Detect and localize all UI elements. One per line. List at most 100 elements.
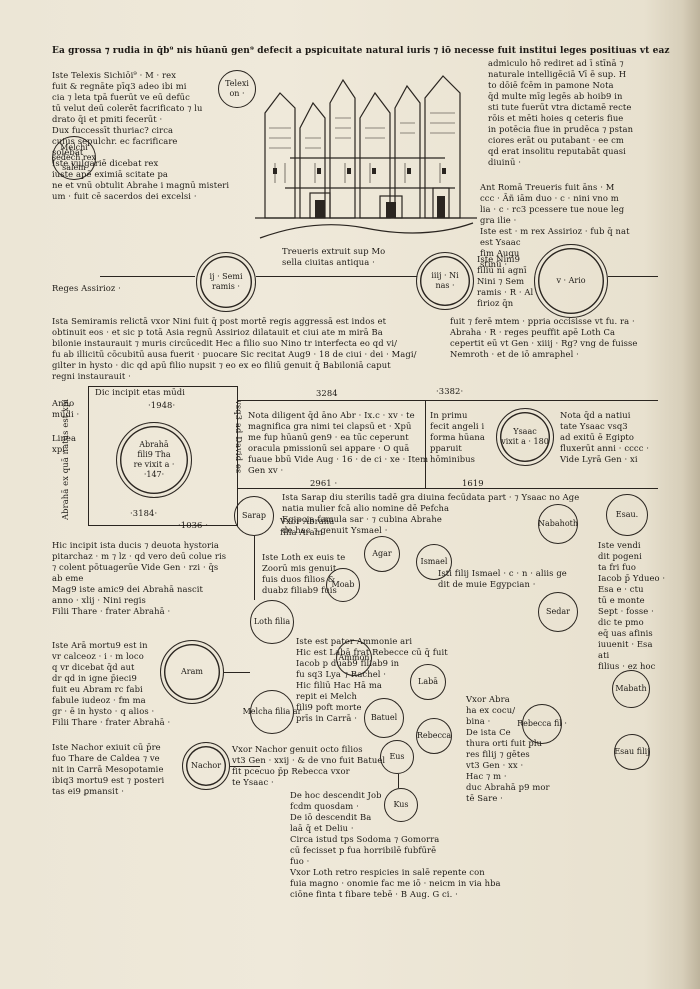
- header-line: Ea grossa ⁊ rudia in q̄b⁹ nis hūanū gen⁹…: [52, 46, 670, 56]
- age-box: [88, 386, 238, 526]
- circle-sedar: Sedar: [538, 592, 578, 632]
- mid-note-line: In primu: [430, 410, 468, 420]
- sara-line: Egipcia famula sar · ⁊ cubina Abrahe: [282, 514, 442, 524]
- left-top-line: Dux fuccessīt thuriac? circa: [52, 125, 174, 135]
- circle-semiramis: ij · Semi ramis ·: [196, 252, 256, 312]
- circle-esau-filij: Esau filij: [614, 734, 650, 770]
- kings-line-left: [100, 276, 195, 277]
- right-semi-line: fuit ⁊ ferē mtem · ppria occisisse vt fu…: [450, 316, 635, 326]
- right-top-line: diuinū ·: [488, 157, 522, 167]
- circle-ninas: iiij · Ni nas ·: [416, 252, 474, 310]
- circle-batuel: Batuel: [364, 698, 404, 738]
- right-gen-line: filius · ez hoc: [598, 661, 656, 671]
- ninus-text: Iste Ninī9 filiū ni agnī Nini ⁊ Sem rami…: [477, 254, 534, 308]
- aram-line: dr qd in igne p̄ieci9: [52, 673, 137, 683]
- right-top-line: rōis et mēti hoies q ceteris fiue: [488, 113, 624, 123]
- right-gen-line: ta fri fuo: [598, 562, 637, 572]
- right-semi-line: cepertit eū vt Gen · xiiij · Rg? vng de …: [450, 338, 638, 348]
- circle-agar: Agar: [364, 536, 400, 572]
- mid-note-line: hōminibus: [430, 454, 476, 464]
- timeline-bottom: [238, 488, 658, 489]
- circle-eus: Eus: [380, 740, 414, 774]
- right-gen-line: ati: [598, 650, 610, 660]
- aram-line: fuit eu Abram rc fabi: [52, 684, 143, 694]
- genealogy-left-line: pitarchaz · m ⁊ lz · qd vero deū colue r…: [52, 551, 227, 561]
- aram-line: q vr dicebat q̄d aut: [52, 662, 135, 672]
- ismael-text: Isti filij Ismael · c · n · aliis ge dit…: [438, 568, 567, 589]
- bottom-line: De hoc descendit Job: [290, 790, 382, 800]
- circle-melcha: Melcha filia ar: [243, 690, 301, 734]
- cetura-line: Hac ⁊ m ·: [466, 771, 507, 781]
- right-city-line: Ant Romā Treueris fuit āns · M: [480, 182, 615, 192]
- right-top-line: naturale intelligēciā Vī ē sup. H: [488, 69, 627, 79]
- right-top-line: qd erat insolitu reputabāt quasi: [488, 146, 626, 156]
- box-num-top: ·1948·: [148, 400, 176, 410]
- cetura-line: vt3 Gen · xx ·: [466, 760, 524, 770]
- sara-sub: Vxor Abrahā filia Aram ·: [280, 516, 335, 537]
- circle-ismael: Ismael: [416, 544, 452, 580]
- aram-line: Filii Thare · frater Abrahā ·: [52, 717, 171, 727]
- genealogy-left-line: Mag9 iste amic9 dei Abrahā nascit: [52, 584, 204, 594]
- aram-line: Iste Arā mortu9 est in: [52, 640, 148, 650]
- right-gen-line: tū e monte: [598, 595, 645, 605]
- circle-moab: Moab: [326, 568, 360, 602]
- bottom-line: Vxor Loth retro respicies in salē repent…: [290, 867, 485, 877]
- sara-line: natia mulier fcā alio nomine dē Pefcha: [282, 503, 450, 513]
- box-num-bottom2: ·1036 ·: [178, 520, 209, 530]
- nachor-right-line: fit pcecuo p̄p Rebecca vxor: [232, 766, 350, 776]
- mid-note-line: pparuit: [430, 443, 462, 453]
- laban-line: repit ei Melch: [296, 691, 358, 701]
- city-woodcut-image: [255, 75, 477, 239]
- laban-line: Hic filiū Hac Hā ma: [296, 680, 382, 690]
- aram-line: vr calceoz · i · m loco: [52, 651, 144, 661]
- nachor-left-line: tas ei9 ꝑmansit ·: [52, 786, 124, 796]
- right-top-line: in potēcia fiue in prudēca ⁊ pstan: [488, 124, 634, 134]
- circle-aram: Aram: [160, 640, 224, 704]
- circle-abraham: Abrahā fili9 Tha re vixit a · ·147·: [116, 422, 192, 498]
- left-top-line: ne et vnū obtulit Abrahe i magnū misteri: [52, 180, 230, 190]
- bottom-line: De iō descendit Ba: [290, 812, 372, 822]
- right-note: Nota q̄d a natiui tate Ysaac vsq3 ad exi…: [560, 410, 650, 464]
- right-city-line: est Ysaac: [480, 237, 521, 247]
- circle-telexion: Telexi on ·: [218, 70, 256, 108]
- right-city-line: lia · c · rc3 pcessere tue noue leg: [480, 204, 625, 214]
- linea-label: Linea: [52, 433, 77, 443]
- right-city-line: Iste est · m rex Assirioz · fub q̄ nat: [480, 226, 630, 236]
- mid-note-line: forma hūana: [430, 432, 486, 442]
- circle-laban: Labā: [410, 664, 446, 700]
- page-gutter: [682, 0, 700, 989]
- cetura-line: thura orti fuit plu: [466, 738, 543, 748]
- nachor-right-line: vt3 Gen · xxij · & de vno fuit Batuel: [232, 755, 386, 765]
- sara-line: Ista Sarap diu sterilis tadē gra diuina …: [282, 492, 580, 502]
- laban-line: Iste est pater Ammonie ari: [296, 636, 413, 646]
- circle-rebecca: Rebecca: [416, 718, 452, 754]
- box-right-note: Nota diligent q̄d āno Abr · Ix.c · xv · …: [248, 410, 429, 475]
- right-city-line: stinū ·: [480, 259, 508, 269]
- right-gen-line: Iacob p̄ Ydueo ·: [598, 573, 666, 583]
- circle-nabahoth: Nabahoth: [538, 504, 578, 544]
- left-top-line: um · fuit cē sacerdos dei excelsi ·: [52, 191, 197, 201]
- laban-line: Iacob p duab9 filiab9 in: [296, 658, 400, 668]
- laban-line: Hic est Labā frat Rebecce cū q̄ fuit: [296, 647, 448, 657]
- timeline-num-4: 1619: [462, 478, 484, 488]
- box-side-left: Abrahā ex quā natus est xpi: [60, 398, 70, 520]
- cetura-line: Vxor Abra: [466, 694, 510, 704]
- bottom-line: fuia magno · onomie fac me iō · neicm in…: [290, 878, 501, 888]
- anno-label: Anno: [52, 398, 75, 408]
- right-city-line: ccc · Āñ iām duo · c · nini vno m: [480, 193, 619, 203]
- cetura-line: ha ex cocu/: [466, 705, 516, 715]
- nachor-left-line: Iste Nachor exiuit cū p̄re: [52, 742, 161, 752]
- circle-mabath: Mabath: [612, 670, 650, 708]
- bottom-line: ciōne finta t fibare tebē · B Aug. G ci.…: [290, 889, 458, 899]
- cetura-line: tē Sare ·: [466, 793, 503, 803]
- kings-line-mid: [256, 276, 418, 277]
- semiramis-line: fu ab illicitū cōcubitū ausa fuerit · pu…: [52, 349, 417, 359]
- left-top-line: fuit & regnāte pīq3 adeo ibi mi: [52, 81, 187, 91]
- left-top-line: drato q̄i et pmiti fecerūt ·: [52, 114, 163, 124]
- circle-ario: v · Ario: [534, 244, 608, 318]
- bottom-line: cū fecisset p fua horribilē fubfūrē: [290, 845, 437, 855]
- gen-line-2: [224, 672, 250, 673]
- right-gen-line: Esa e · ctu: [598, 584, 644, 594]
- semiramis-line: regni instaurauit ·: [52, 371, 131, 381]
